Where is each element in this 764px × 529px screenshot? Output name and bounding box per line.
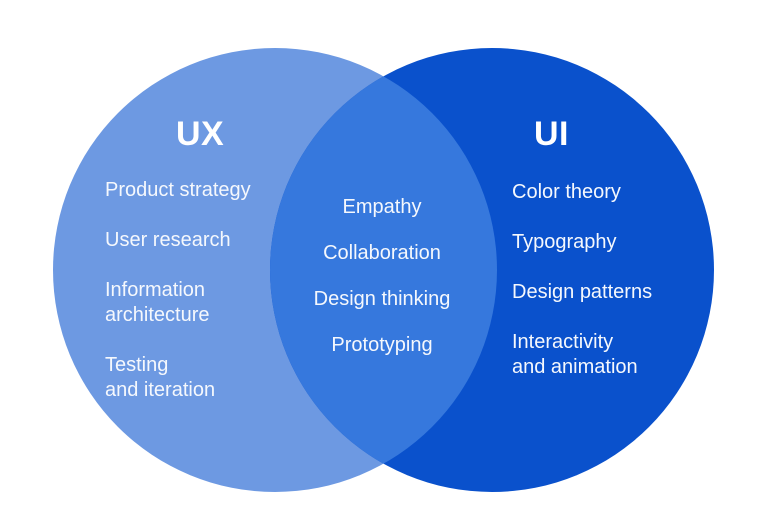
ui-title: UI <box>534 115 569 153</box>
ux-items-list: Product strategy User research Informati… <box>105 178 251 403</box>
list-item: Product strategy <box>105 179 251 201</box>
list-item: Typography <box>512 231 617 253</box>
list-item: Information architecture <box>105 279 210 326</box>
list-item: Design patterns <box>512 281 653 303</box>
list-item: Design thinking <box>313 288 451 310</box>
overlap-region <box>270 48 497 492</box>
list-item: Testing and iteration <box>105 354 216 401</box>
list-item: Empathy <box>342 196 422 218</box>
list-item: Interactivity and animation <box>512 331 638 378</box>
list-item: Prototyping <box>331 334 433 356</box>
list-item: Collaboration <box>323 242 441 264</box>
ux-title: UX <box>176 115 225 153</box>
shared-items-list: Empathy Collaboration Design thinking Pr… <box>232 195 532 358</box>
list-item: User research <box>105 229 231 251</box>
ui-items-list: Color theory Typography Design patterns … <box>512 180 652 380</box>
list-item: Color theory <box>512 181 621 203</box>
